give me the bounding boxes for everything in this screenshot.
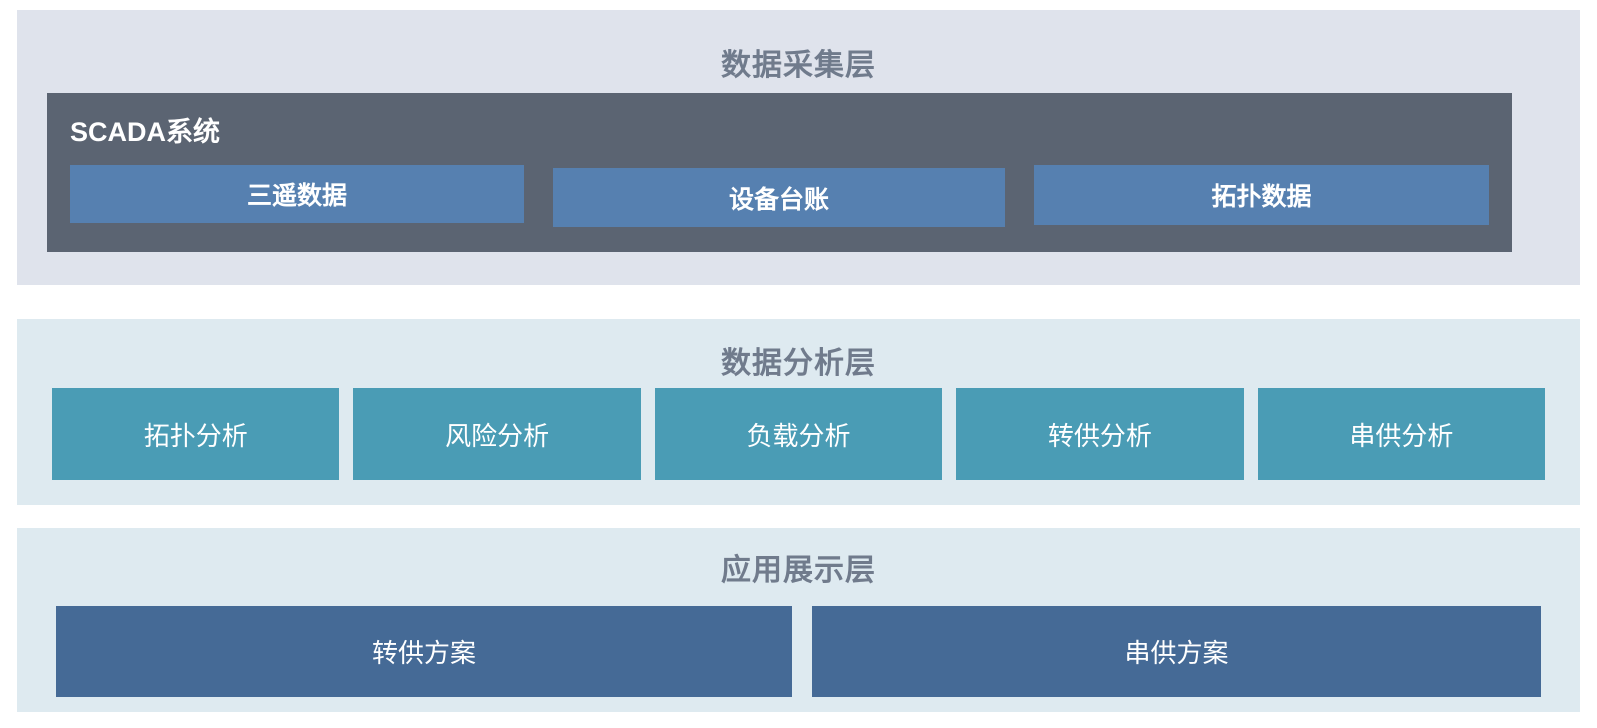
application-box-row: 转供方案 串供方案 bbox=[56, 606, 1541, 697]
layer-data-analysis: 数据分析层 拓扑分析 风险分析 负载分析 转供分析 串供分析 bbox=[17, 319, 1580, 505]
layer-analysis-title: 数据分析层 bbox=[721, 347, 876, 380]
application-box-transfer-supply-plan[interactable]: 转供方案 bbox=[56, 606, 792, 697]
analysis-box-row: 拓扑分析 风险分析 负载分析 转供分析 串供分析 bbox=[52, 388, 1546, 480]
analysis-box-load[interactable]: 负载分析 bbox=[654, 388, 943, 480]
scada-system-group: SCADA系统 三遥数据 设备台账 拓扑数据 bbox=[47, 93, 1512, 252]
layer-application-title: 应用展示层 bbox=[721, 554, 876, 587]
analysis-box-topology[interactable]: 拓扑分析 bbox=[52, 388, 340, 480]
collection-box-sanyao-data[interactable]: 三遥数据 bbox=[70, 165, 524, 223]
collection-box-equipment-ledger[interactable]: 设备台账 bbox=[553, 168, 1005, 227]
analysis-box-series-supply[interactable]: 串供分析 bbox=[1257, 388, 1546, 480]
layer-collection-title: 数据采集层 bbox=[721, 49, 876, 82]
collection-box-topology-data[interactable]: 拓扑数据 bbox=[1034, 165, 1489, 225]
application-box-series-supply-plan[interactable]: 串供方案 bbox=[812, 606, 1541, 697]
layer-application-presentation: 应用展示层 转供方案 串供方案 bbox=[17, 528, 1580, 712]
analysis-box-transfer-supply[interactable]: 转供分析 bbox=[956, 388, 1244, 480]
layer-data-collection: 数据采集层 SCADA系统 三遥数据 设备台账 拓扑数据 bbox=[17, 10, 1580, 285]
analysis-box-risk[interactable]: 风险分析 bbox=[353, 388, 641, 480]
scada-system-label: SCADA系统 bbox=[70, 117, 221, 147]
